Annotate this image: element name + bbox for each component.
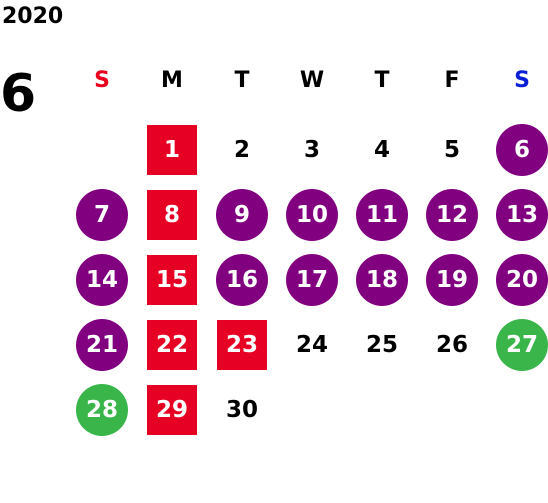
calendar-day-19[interactable]: 19 xyxy=(426,254,478,306)
calendar-day-25[interactable]: 25 xyxy=(365,332,398,358)
calendar-day-27[interactable]: 27 xyxy=(496,319,548,371)
calendar-day-5[interactable]: 5 xyxy=(443,137,460,163)
calendar-day-18[interactable]: 18 xyxy=(356,254,408,306)
calendar-day-14[interactable]: 14 xyxy=(76,254,128,306)
calendar-day-22[interactable]: 22 xyxy=(147,320,197,370)
calendar-day-30[interactable]: 30 xyxy=(225,397,258,423)
calendar-day-20[interactable]: 20 xyxy=(496,254,548,306)
calendar-day-21[interactable]: 21 xyxy=(76,319,128,371)
calendar-day-9[interactable]: 9 xyxy=(216,189,268,241)
calendar-day-12[interactable]: 12 xyxy=(426,189,478,241)
calendar-day-15[interactable]: 15 xyxy=(147,255,197,305)
calendar-day-24[interactable]: 24 xyxy=(295,332,328,358)
weekday-label: T xyxy=(374,68,390,93)
calendar-day-10[interactable]: 10 xyxy=(286,189,338,241)
weekday-label: S xyxy=(514,68,530,93)
weekday-label: F xyxy=(444,68,460,93)
calendar-day-13[interactable]: 13 xyxy=(496,189,548,241)
month-number: 6 xyxy=(0,64,37,124)
calendar-day-28[interactable]: 28 xyxy=(76,384,128,436)
calendar-day-23[interactable]: 23 xyxy=(217,320,267,370)
calendar-day-7[interactable]: 7 xyxy=(76,189,128,241)
calendar-day-17[interactable]: 17 xyxy=(286,254,338,306)
weekday-label: M xyxy=(161,68,183,93)
calendar-day-11[interactable]: 11 xyxy=(356,189,408,241)
calendar-day-6[interactable]: 6 xyxy=(496,124,548,176)
weekday-label: T xyxy=(234,68,250,93)
calendar-day-16[interactable]: 16 xyxy=(216,254,268,306)
calendar-day-29[interactable]: 29 xyxy=(147,385,197,435)
calendar-day-8[interactable]: 8 xyxy=(147,190,197,240)
calendar-day-1[interactable]: 1 xyxy=(147,125,197,175)
weekday-label: S xyxy=(94,68,110,93)
weekday-label: W xyxy=(299,68,325,93)
calendar-day-3[interactable]: 3 xyxy=(303,137,320,163)
calendar-day-26[interactable]: 26 xyxy=(435,332,468,358)
calendar-day-4[interactable]: 4 xyxy=(373,137,390,163)
year-label: 2020 xyxy=(2,4,64,29)
calendar-day-2[interactable]: 2 xyxy=(233,137,250,163)
